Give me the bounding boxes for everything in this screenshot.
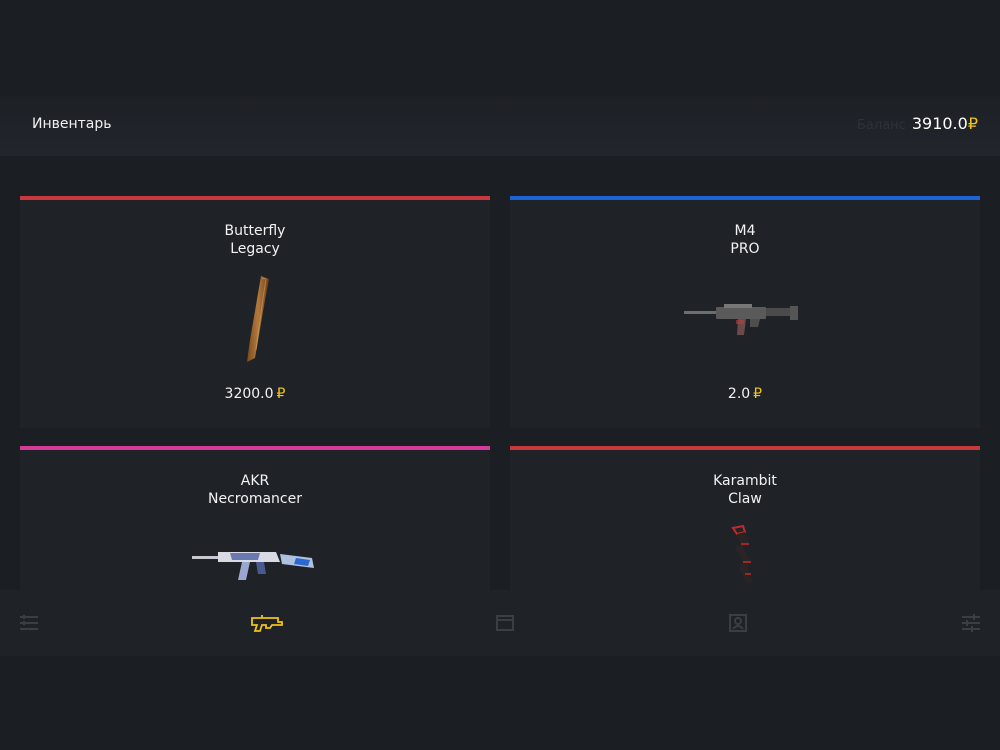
- nav-profile[interactable]: [725, 610, 751, 636]
- balance-label: Баланс: [857, 118, 906, 133]
- item-name: AKR Necromancer: [20, 472, 490, 508]
- inventory-item-card[interactable]: Karambit Claw: [510, 446, 980, 590]
- item-price: 2.0₽: [510, 386, 980, 402]
- gun-icon: [251, 615, 283, 632]
- karambit-knife-icon: [510, 520, 980, 590]
- inventory-item-card[interactable]: Butterfly Legacy 3200.0: [20, 196, 490, 428]
- item-weapon: AKR: [240, 473, 270, 489]
- item-skin: PRO: [730, 241, 760, 257]
- header-bar: Инвентарь Баланс 3910.0 ₽: [0, 96, 1000, 156]
- rarity-strip: [20, 196, 490, 200]
- rarity-strip: [510, 446, 980, 450]
- nav-inventory[interactable]: [250, 610, 284, 636]
- list-icon: [20, 615, 38, 630]
- balance-value: 3910.0: [911, 114, 968, 133]
- rarity-strip: [510, 196, 980, 200]
- item-skin: Legacy: [230, 241, 280, 257]
- item-weapon: Butterfly: [224, 223, 286, 239]
- nav-settings[interactable]: [958, 610, 984, 636]
- item-name: Butterfly Legacy: [20, 222, 490, 258]
- price-value: 2.0: [727, 386, 751, 402]
- price-currency: ₽: [276, 386, 286, 402]
- item-skin: Claw: [728, 491, 762, 507]
- inventory-item-card[interactable]: AKR Necromancer: [20, 446, 490, 590]
- price-currency: ₽: [753, 386, 763, 402]
- item-weapon: M4: [734, 223, 756, 239]
- page-title: Инвентарь: [32, 116, 112, 132]
- inventory-item-card[interactable]: M4 PRO 2.0₽: [510, 196, 980, 428]
- nav-list[interactable]: [16, 610, 42, 636]
- item-price: 3200.0₽: [20, 386, 490, 402]
- profile-icon: [729, 614, 747, 632]
- item-weapon: Karambit: [713, 473, 777, 489]
- price-value: 3200.0: [224, 386, 274, 402]
- balance-display: Баланс 3910.0 ₽: [857, 114, 978, 133]
- nav-cases[interactable]: [492, 610, 518, 636]
- item-skin: Necromancer: [208, 491, 302, 507]
- settings-icon: [962, 614, 980, 632]
- inventory-grid: Butterfly Legacy 3200.0: [20, 196, 980, 590]
- balance-currency: ₽: [967, 114, 978, 133]
- rarity-strip: [20, 446, 490, 450]
- wooden-knife-icon: [20, 270, 490, 370]
- case-icon: [496, 615, 514, 631]
- bottom-navigation: [0, 590, 1000, 656]
- rifle-m4-icon: [510, 270, 980, 370]
- item-name: M4 PRO: [510, 222, 980, 258]
- item-name: Karambit Claw: [510, 472, 980, 508]
- rifle-akr-icon: [20, 520, 490, 590]
